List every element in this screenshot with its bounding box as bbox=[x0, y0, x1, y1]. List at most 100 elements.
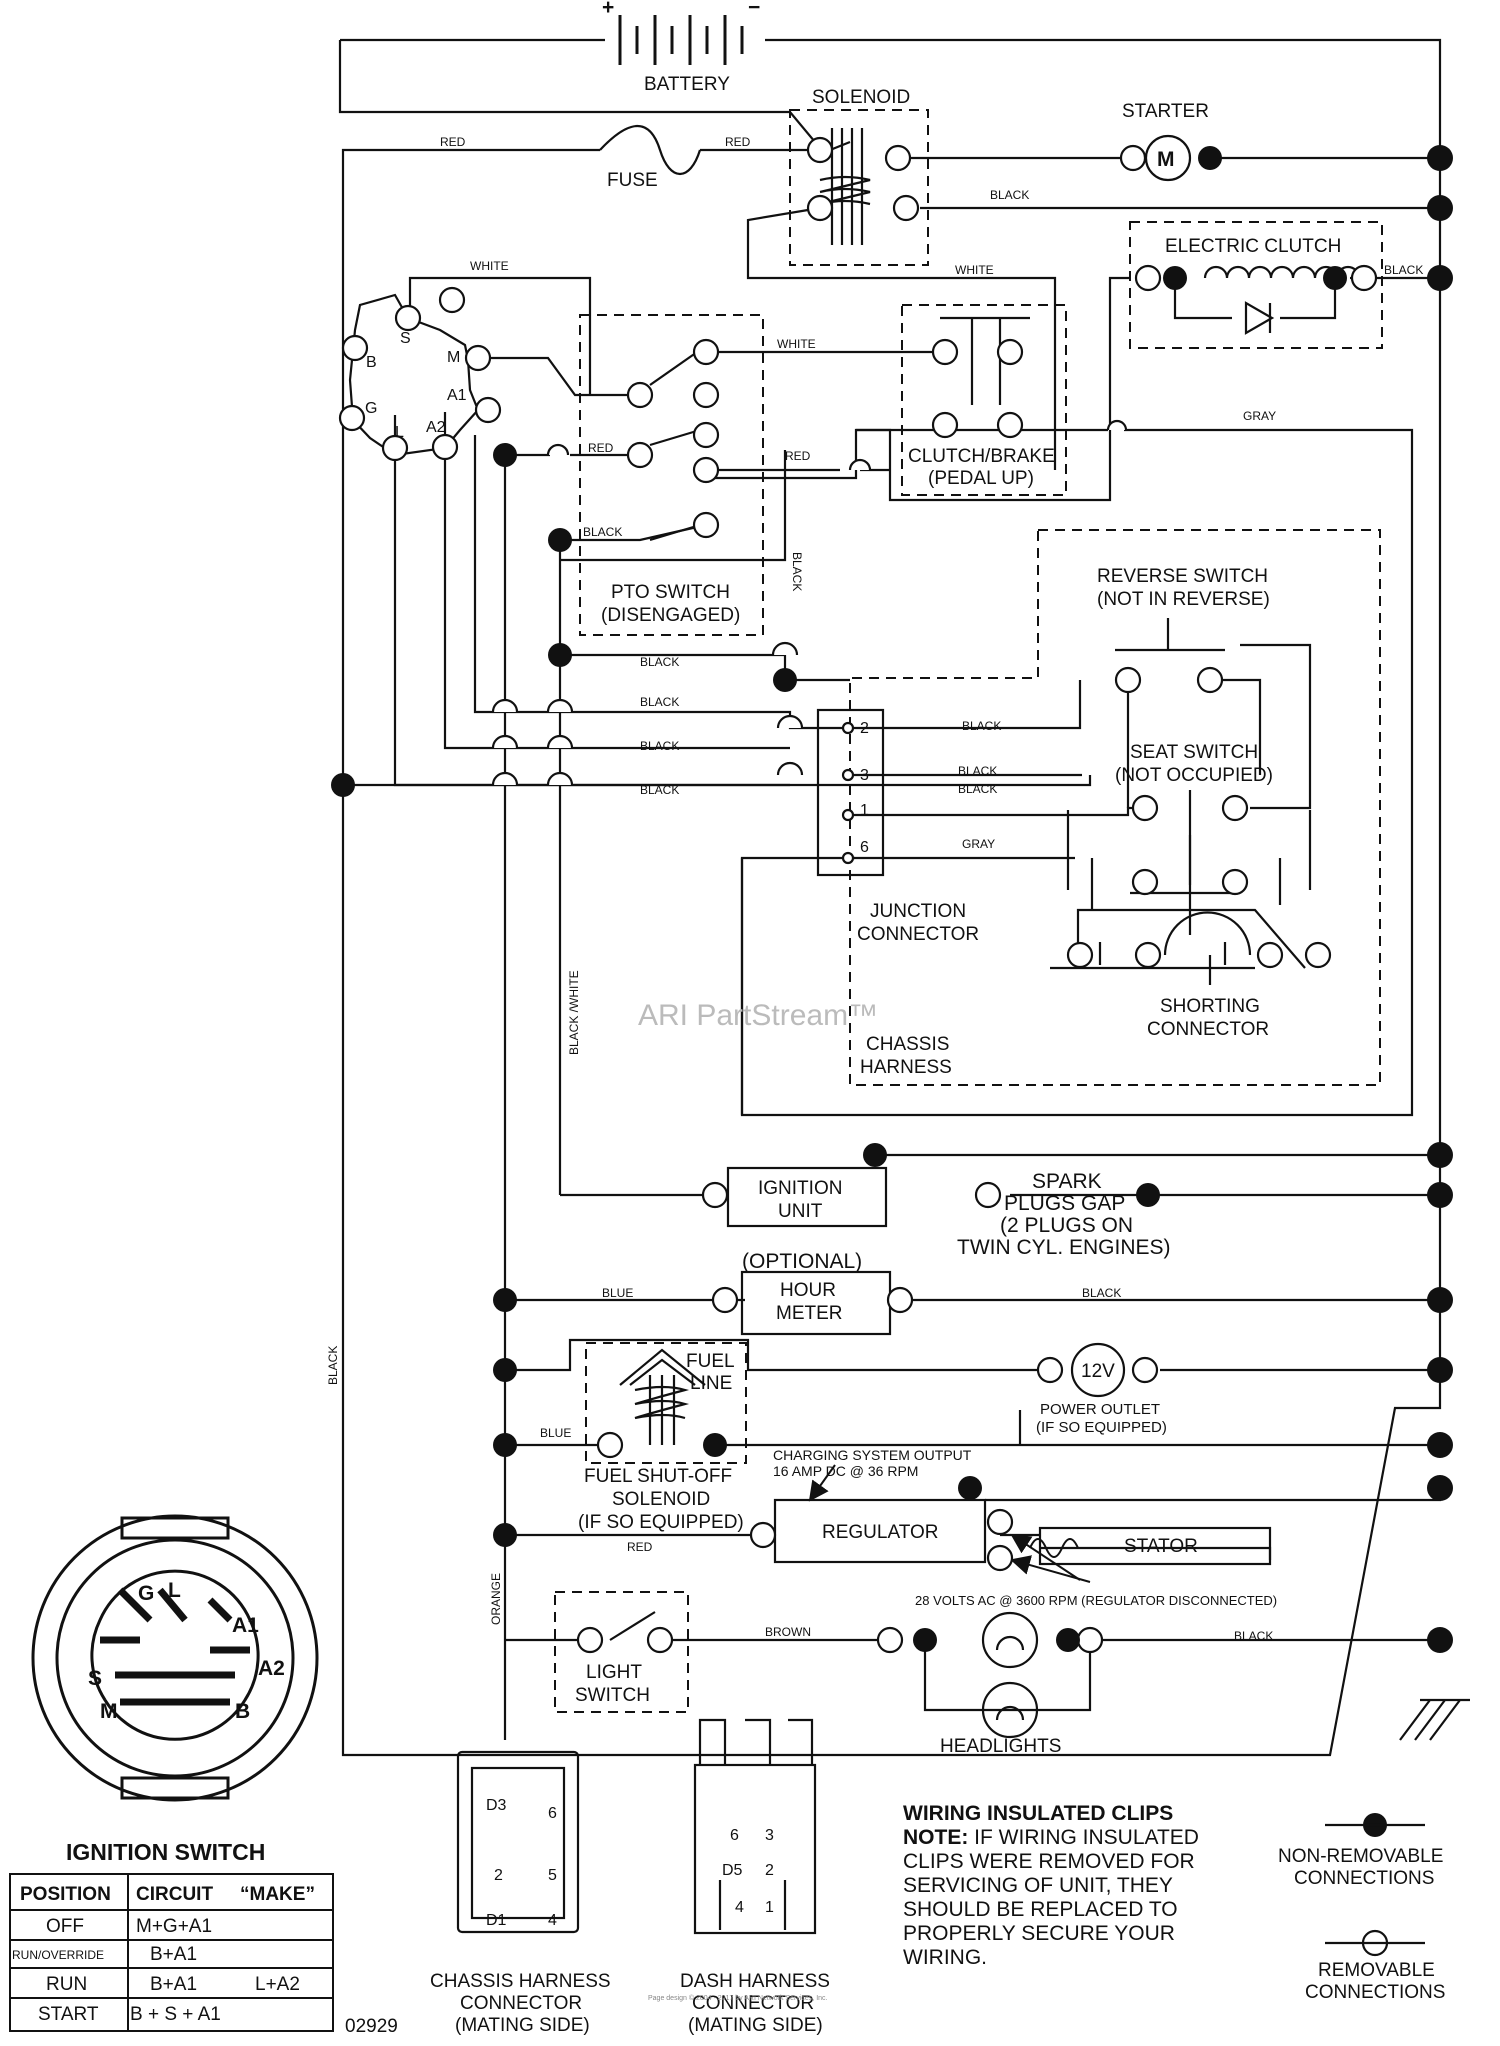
wire-label-white-1: WHITE bbox=[955, 263, 994, 277]
seat-switch-label-2: (NOT OCCUPIED) bbox=[1115, 765, 1273, 786]
battery-label: BATTERY bbox=[644, 74, 730, 95]
switch-face-l: L bbox=[168, 1579, 181, 1602]
ignition-switch-title: IGNITION SWITCH bbox=[66, 1839, 265, 1865]
light-switch-label-2: SWITCH bbox=[575, 1685, 650, 1706]
chassis-pin-6: 6 bbox=[548, 1805, 557, 1822]
wires bbox=[338, 38, 1470, 1757]
headlight-bulbs bbox=[981, 1611, 1039, 1739]
connector-outlines bbox=[456, 1718, 817, 1935]
wire-label-black-9: BLACK bbox=[958, 764, 997, 778]
wire-label-gray-1: GRAY bbox=[1243, 409, 1276, 423]
clips-title: WIRING INSULATED CLIPS bbox=[903, 1802, 1173, 1825]
table-row2-position: RUN/OVERRIDE bbox=[12, 1948, 104, 1962]
ignition-terminal-m: M bbox=[447, 349, 460, 366]
wire-label-black-6: BLACK bbox=[640, 739, 679, 753]
switch-levers bbox=[609, 316, 1312, 1641]
spark-plugs-label-4: TWIN CYL. ENGINES) bbox=[957, 1236, 1171, 1259]
reverse-switch-label-1: REVERSE SWITCH bbox=[1097, 566, 1268, 587]
dash-pin-1: 1 bbox=[765, 1899, 774, 1916]
power-outlet-symbol bbox=[1070, 1342, 1126, 1398]
table-header-make: “MAKE” bbox=[240, 1884, 315, 1905]
wire-label-black-10: BLACK bbox=[958, 782, 997, 796]
wire-label-black-12: BLACK bbox=[1234, 1629, 1273, 1643]
ignition-terminal-a1: A1 bbox=[447, 387, 467, 404]
dashed-outlines bbox=[554, 109, 1383, 1713]
table-row1-circuit: M+G+A1 bbox=[136, 1916, 212, 1937]
legend-removable-label-2: CONNECTIONS bbox=[1305, 1982, 1445, 2003]
junction-connector-label-2: CONNECTOR bbox=[857, 924, 979, 945]
clips-note-line-3: SERVICING OF UNIT, THEY bbox=[903, 1874, 1173, 1897]
clips-note-line-2: CLIPS WERE REMOVED FOR bbox=[903, 1850, 1195, 1873]
ignition-terminal-s: S bbox=[400, 330, 411, 347]
reverse-switch-label-2: (NOT IN REVERSE) bbox=[1097, 589, 1270, 610]
fuel-shutoff-label-2: SOLENOID bbox=[612, 1489, 710, 1510]
table-row4-circuit: B + S + A1 bbox=[130, 2004, 221, 2025]
chassis-pin-5: 5 bbox=[548, 1867, 557, 1884]
switch-face-m: M bbox=[100, 1700, 118, 1723]
wire-label-red-1: RED bbox=[440, 135, 466, 149]
clutch-brake-label-2: (PEDAL UP) bbox=[928, 468, 1034, 489]
seat-switch-label-1: SEAT SWITCH bbox=[1130, 742, 1258, 763]
charging-output-label-1: CHARGING SYSTEM OUTPUT bbox=[773, 1447, 972, 1463]
fuse-label: FUSE bbox=[607, 170, 658, 191]
charging-output-label-2: 16 AMP DC @ 36 RPM bbox=[773, 1463, 918, 1479]
watermark: ARI PartStream™ bbox=[638, 999, 878, 1032]
chassis-pin-d3: D3 bbox=[486, 1797, 507, 1814]
table-row3-position: RUN bbox=[46, 1974, 87, 1995]
wire-label-gray-2: GRAY bbox=[962, 837, 995, 851]
light-switch-label-1: LIGHT bbox=[586, 1662, 642, 1683]
copyright-footer: Page design © 2004 - 2017 by ARI Network… bbox=[648, 1994, 828, 2002]
ignition-unit-label-2: UNIT bbox=[778, 1201, 823, 1222]
clips-note-line-5: PROPERLY SECURE YOUR bbox=[903, 1922, 1175, 1945]
table-header-position: POSITION bbox=[20, 1884, 111, 1905]
wire-label-black-3: BLACK bbox=[583, 525, 622, 539]
fuel-line-label-2: LINE bbox=[690, 1373, 732, 1394]
ignition-terminal-a2: A2 bbox=[426, 419, 446, 436]
ignition-unit-label-1: IGNITION bbox=[758, 1178, 842, 1199]
clips-note-line-1: NOTE: IF WIRING INSULATED bbox=[903, 1826, 1199, 1849]
wire-label-black-vertical-1: BLACK bbox=[790, 552, 804, 591]
table-row3-circuit: B+A1 bbox=[150, 1974, 197, 1995]
table-row2-circuit: B+A1 bbox=[150, 1944, 197, 1965]
wire-label-white-2: WHITE bbox=[470, 259, 509, 273]
wire-label-black-5: BLACK bbox=[640, 695, 679, 709]
wire-label-white-3: WHITE bbox=[777, 337, 816, 351]
fuel-solenoid-coil bbox=[619, 1348, 706, 1445]
table-header-circuit: CIRCUIT bbox=[136, 1884, 213, 1905]
figure-number: 02929 bbox=[345, 2016, 398, 2037]
chassis-pin-4: 4 bbox=[548, 1912, 557, 1929]
optional-label: (OPTIONAL) bbox=[742, 1250, 862, 1273]
switch-face-b: B bbox=[235, 1700, 250, 1723]
switch-face-a2: A2 bbox=[258, 1657, 285, 1680]
power-outlet-label-1: POWER OUTLET bbox=[1040, 1401, 1160, 1418]
wire-hops bbox=[491, 419, 1128, 786]
wire-label-black-7: BLACK bbox=[640, 783, 679, 797]
battery-plus-sign: + bbox=[602, 0, 614, 19]
headlights-label: HEADLIGHTS bbox=[940, 1736, 1061, 1757]
spark-plugs-label-2: PLUGS GAP bbox=[1004, 1192, 1125, 1215]
chassis-pin-2: 2 bbox=[494, 1867, 503, 1884]
stator-note: 28 VOLTS AC @ 3600 RPM (REGULATOR DISCON… bbox=[915, 1593, 1277, 1608]
regulator-label: REGULATOR bbox=[822, 1522, 939, 1543]
table-row1-position: OFF bbox=[46, 1916, 84, 1937]
ignition-terminal-block bbox=[348, 293, 480, 457]
starter-motor-letter: M bbox=[1157, 148, 1175, 171]
stator-coil bbox=[1029, 1538, 1079, 1558]
power-outlet-label-2: (IF SO EQUIPPED) bbox=[1036, 1419, 1167, 1436]
wire-label-blue-1: BLUE bbox=[602, 1286, 633, 1300]
fuel-shutoff-label-3: (IF SO EQUIPPED) bbox=[578, 1512, 744, 1533]
dash-pin-6: 6 bbox=[730, 1827, 739, 1844]
wire-label-red-5: RED bbox=[627, 1540, 653, 1554]
wire-label-black-white: BLACK /WHITE bbox=[567, 970, 581, 1055]
solenoid-label: SOLENOID bbox=[812, 87, 910, 108]
dash-connector-label-1: DASH HARNESS bbox=[680, 1971, 830, 1992]
pto-switch-label-2: (DISENGAGED) bbox=[601, 605, 740, 626]
wire-label-blue-2: BLUE bbox=[540, 1426, 571, 1440]
battery-symbol bbox=[618, 15, 744, 65]
clutch-brake-label-1: CLUTCH/BRAKE bbox=[908, 446, 1055, 467]
chassis-connector-label-2: CONNECTOR bbox=[460, 1993, 582, 2014]
chassis-connector-label-3: (MATING SIDE) bbox=[455, 2015, 590, 2036]
wire-label-black-2: BLACK bbox=[1384, 263, 1423, 277]
